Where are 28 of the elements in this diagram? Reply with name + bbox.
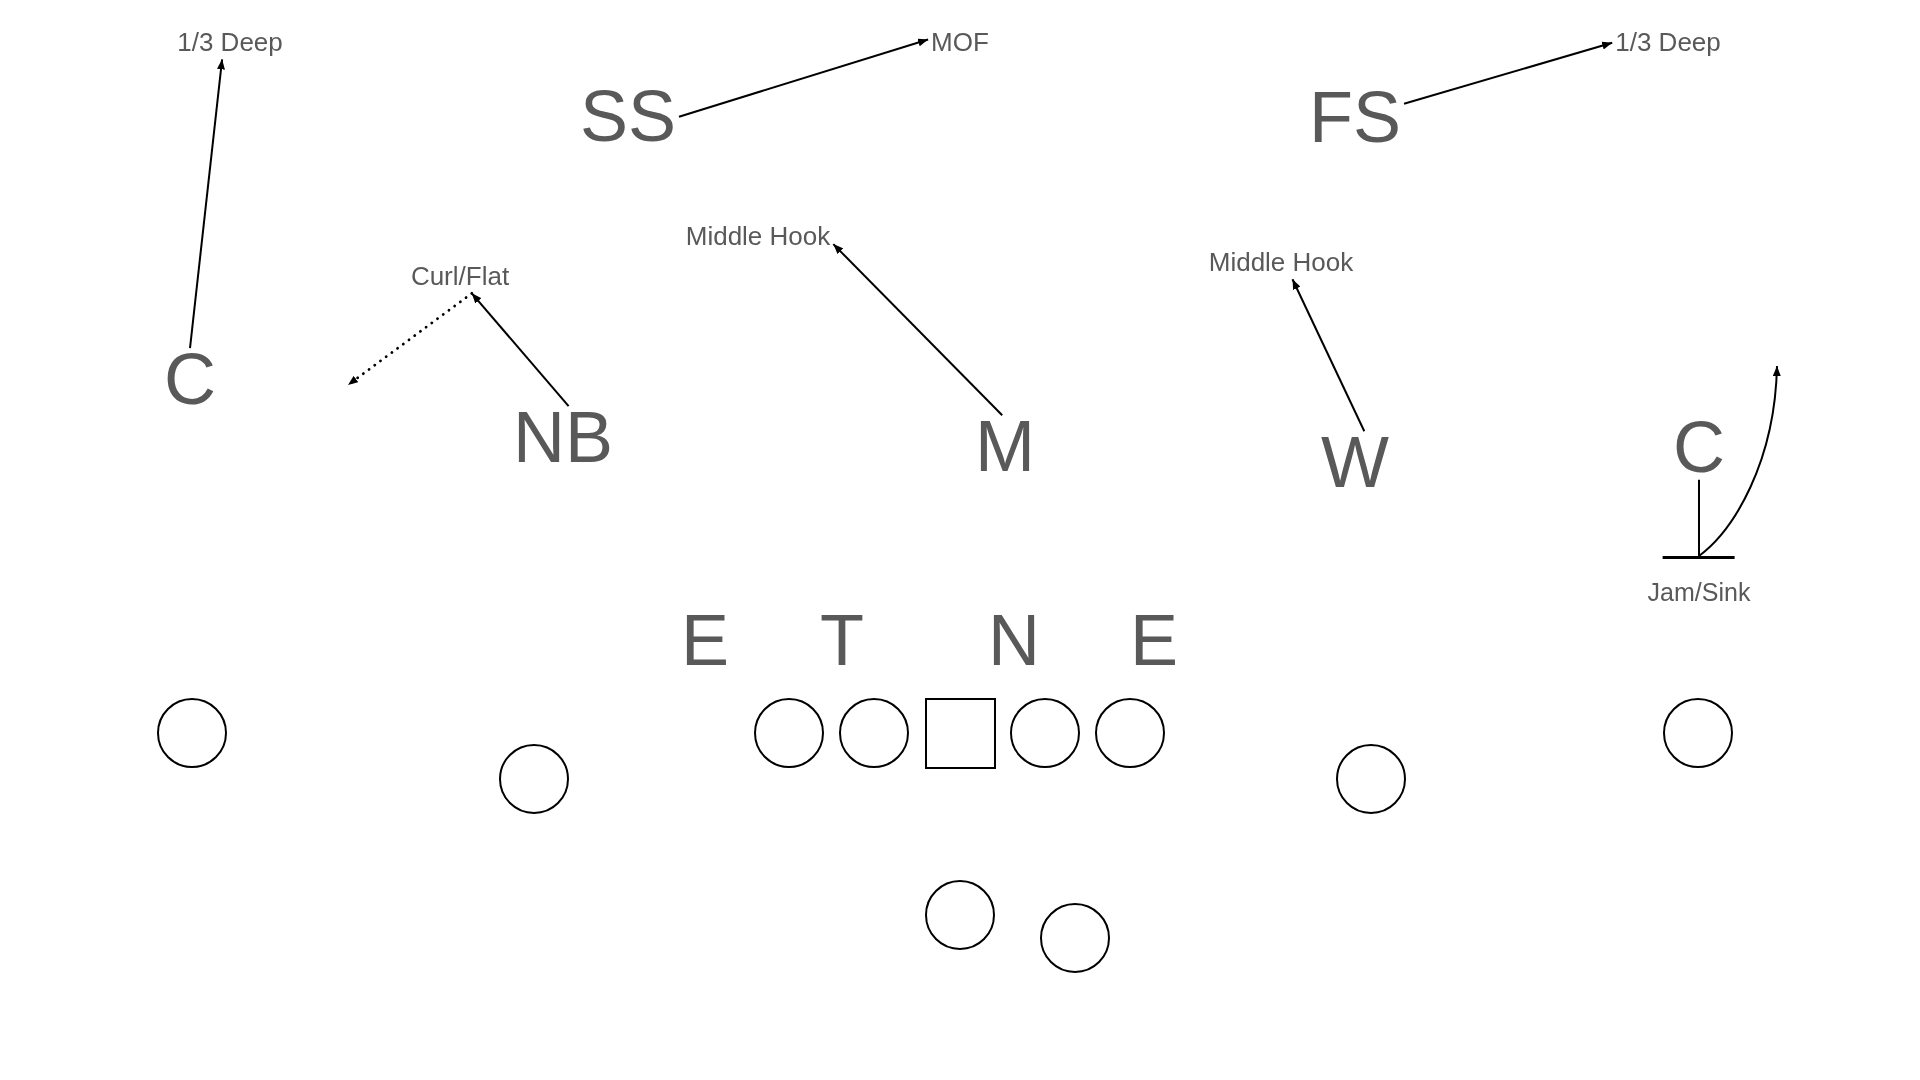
- arrow: [189, 58, 225, 350]
- position-letter: N: [988, 612, 1040, 670]
- position-letter: W: [1321, 434, 1389, 492]
- arrow: [1403, 41, 1614, 105]
- connector-line: [1698, 478, 1700, 557]
- position-letter: NB: [513, 409, 613, 467]
- curved-arrow: [1698, 365, 1781, 557]
- zone-label: 1/3 Deep: [177, 27, 283, 57]
- position-letter: FS: [1309, 89, 1401, 147]
- position-letter: M: [975, 418, 1035, 476]
- zone-label: 1/3 Deep: [1615, 27, 1721, 57]
- position-letter: T: [820, 612, 864, 670]
- zone-label: MOF: [931, 27, 989, 57]
- zone-label: Middle Hook: [685, 221, 831, 251]
- zone-label: Jam/Sink: [1647, 579, 1751, 607]
- arrow: [832, 243, 1004, 417]
- center-square: [924, 697, 996, 769]
- position-letter: E: [681, 612, 729, 670]
- arrow: [470, 292, 570, 408]
- arrow: [678, 38, 930, 118]
- position-letter: C: [164, 351, 216, 409]
- zone-label: Middle Hook: [1208, 247, 1354, 277]
- position-letter: C: [1673, 419, 1725, 477]
- zone-label: Curl/Flat: [410, 261, 510, 291]
- position-letter: E: [1130, 612, 1178, 670]
- arrow: [1291, 278, 1366, 433]
- position-letter: SS: [580, 88, 676, 146]
- dotted-arrow: [346, 291, 474, 387]
